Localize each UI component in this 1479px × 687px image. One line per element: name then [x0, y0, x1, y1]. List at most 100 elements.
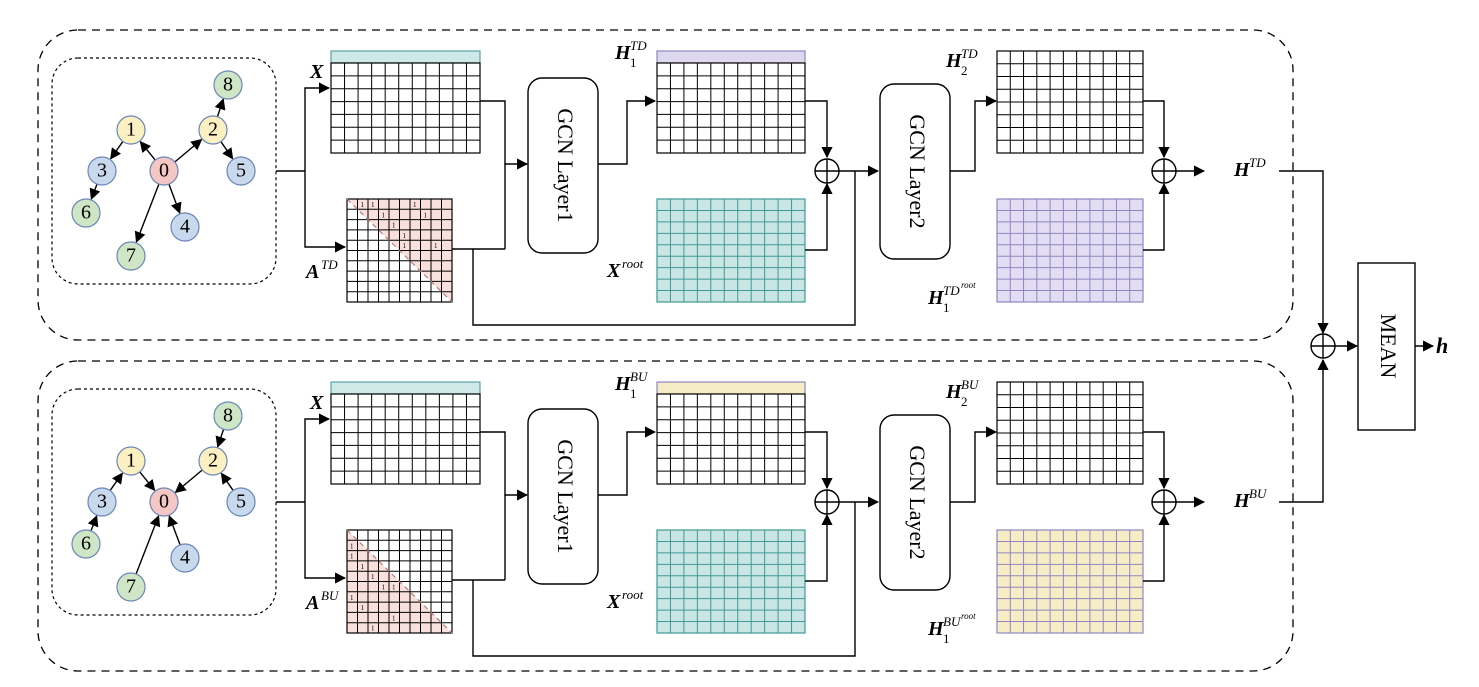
connector-line	[805, 100, 833, 159]
tree-node-label: 7	[126, 576, 136, 598]
tree-node-circle	[226, 487, 256, 517]
tree-edge	[215, 429, 227, 448]
h1root-matrix-frame	[996, 529, 1144, 634]
adj-one: 1	[350, 594, 354, 602]
tree-node-1: 1	[116, 115, 146, 145]
h1-label-base: H	[614, 373, 632, 395]
branch-container	[37, 29, 1294, 341]
adj-one: 1	[361, 604, 365, 612]
add-operator-icon	[1151, 158, 1177, 184]
h2-matrix	[996, 381, 1144, 485]
tree-node-label: 6	[81, 533, 91, 555]
tree-edge	[214, 98, 226, 117]
h1root-label-supsup: root	[961, 611, 976, 621]
connector-line	[480, 431, 529, 501]
adj-one: 1	[361, 201, 365, 209]
tree-node-circle	[170, 212, 200, 242]
tree-node-3: 3	[87, 487, 117, 517]
h2-label-sub: 2	[961, 394, 968, 409]
output-h-label: h	[1436, 333, 1448, 358]
connector-line	[805, 513, 833, 582]
tree-edge	[220, 472, 234, 491]
h2-label-sub: 2	[961, 63, 968, 78]
branch-output-label-base: H	[1233, 159, 1251, 181]
h1-matrix	[656, 62, 806, 154]
connector-line	[598, 426, 657, 496]
connector-line	[950, 95, 998, 172]
branch-output-label-sup: BU	[1249, 486, 1268, 501]
tree-node-label: 3	[97, 491, 107, 513]
x-matrix-header-frame	[330, 381, 481, 395]
gcn-layer1-box-label: GCN Layer1	[553, 439, 578, 553]
tree-node-label: 5	[236, 160, 246, 182]
tree-edge	[87, 514, 99, 532]
connector-line	[1143, 513, 1170, 582]
tree-panel	[51, 57, 277, 285]
tree-edge	[89, 183, 101, 201]
h1root-label-sup: TD	[943, 283, 960, 298]
adj-one: 1	[392, 614, 396, 622]
tree-node-label: 5	[236, 491, 246, 513]
gcn-layer2-box-label: GCN Layer2	[905, 114, 930, 228]
adjacency-label-sup: BU	[321, 588, 340, 603]
h2-matrix	[996, 50, 1144, 154]
mean-box-frame	[1357, 262, 1416, 431]
add-operator-icon	[1310, 333, 1336, 359]
tree-edge	[134, 183, 160, 244]
tree-edge	[109, 472, 123, 491]
tree-node-6: 6	[71, 198, 101, 228]
tree-node-circle	[87, 156, 117, 186]
tree-node-0: 0	[149, 156, 179, 186]
tree-node-circle	[149, 487, 179, 517]
gcn-layer1-box-frame	[527, 77, 599, 254]
add-operator-icon	[814, 489, 840, 515]
tree-node-7: 7	[116, 572, 146, 602]
adj-one: 1	[392, 584, 396, 592]
h2-label-base: H	[945, 381, 963, 403]
connector-line	[304, 502, 347, 584]
tree-node-label: 1	[126, 450, 136, 472]
h2-label-sup: BU	[961, 377, 980, 392]
tree-node-label: 6	[81, 202, 91, 224]
h1-matrix	[656, 393, 806, 485]
x-label: X	[309, 392, 324, 414]
tree-edge	[168, 183, 182, 215]
tree-node-7: 7	[116, 241, 146, 271]
xroot-label-base: X	[606, 260, 621, 282]
h1root-label-base: H	[927, 287, 945, 309]
adj-one: 1	[350, 542, 354, 550]
adj-one: 1	[382, 211, 386, 219]
h1root-matrix	[996, 198, 1144, 303]
adj-one: 1	[350, 553, 354, 561]
gcn-layer1-box-frame	[527, 408, 599, 585]
branch-output-label-base: H	[1233, 490, 1251, 512]
adj-one: 1	[434, 242, 438, 250]
tree-node-circle	[213, 401, 243, 431]
adj-one: 1	[361, 563, 365, 571]
tree-edge	[167, 514, 181, 546]
adj-one: 1	[413, 201, 417, 209]
gcn-layer1-box: GCN Layer1	[527, 77, 599, 254]
tree-node-circle	[71, 529, 101, 559]
connector-line	[1143, 431, 1170, 490]
xroot-matrix-frame	[656, 198, 806, 303]
tree-node-4: 4	[170, 212, 200, 242]
x-matrix-header-frame	[330, 50, 481, 64]
tree-edge	[220, 141, 234, 160]
xroot-label-sup: root	[622, 587, 644, 602]
gcn-layer2-box: GCN Layer2	[879, 83, 951, 260]
tree-node-circle	[116, 572, 146, 602]
add-operator-icon	[1151, 489, 1177, 515]
tree-node-6: 6	[71, 529, 101, 559]
tree-node-4: 4	[170, 543, 200, 573]
h1root-label-supsup: root	[961, 280, 976, 290]
tree-node-2: 2	[198, 115, 228, 145]
xroot-matrix	[656, 529, 806, 634]
connector-line	[1143, 182, 1170, 251]
